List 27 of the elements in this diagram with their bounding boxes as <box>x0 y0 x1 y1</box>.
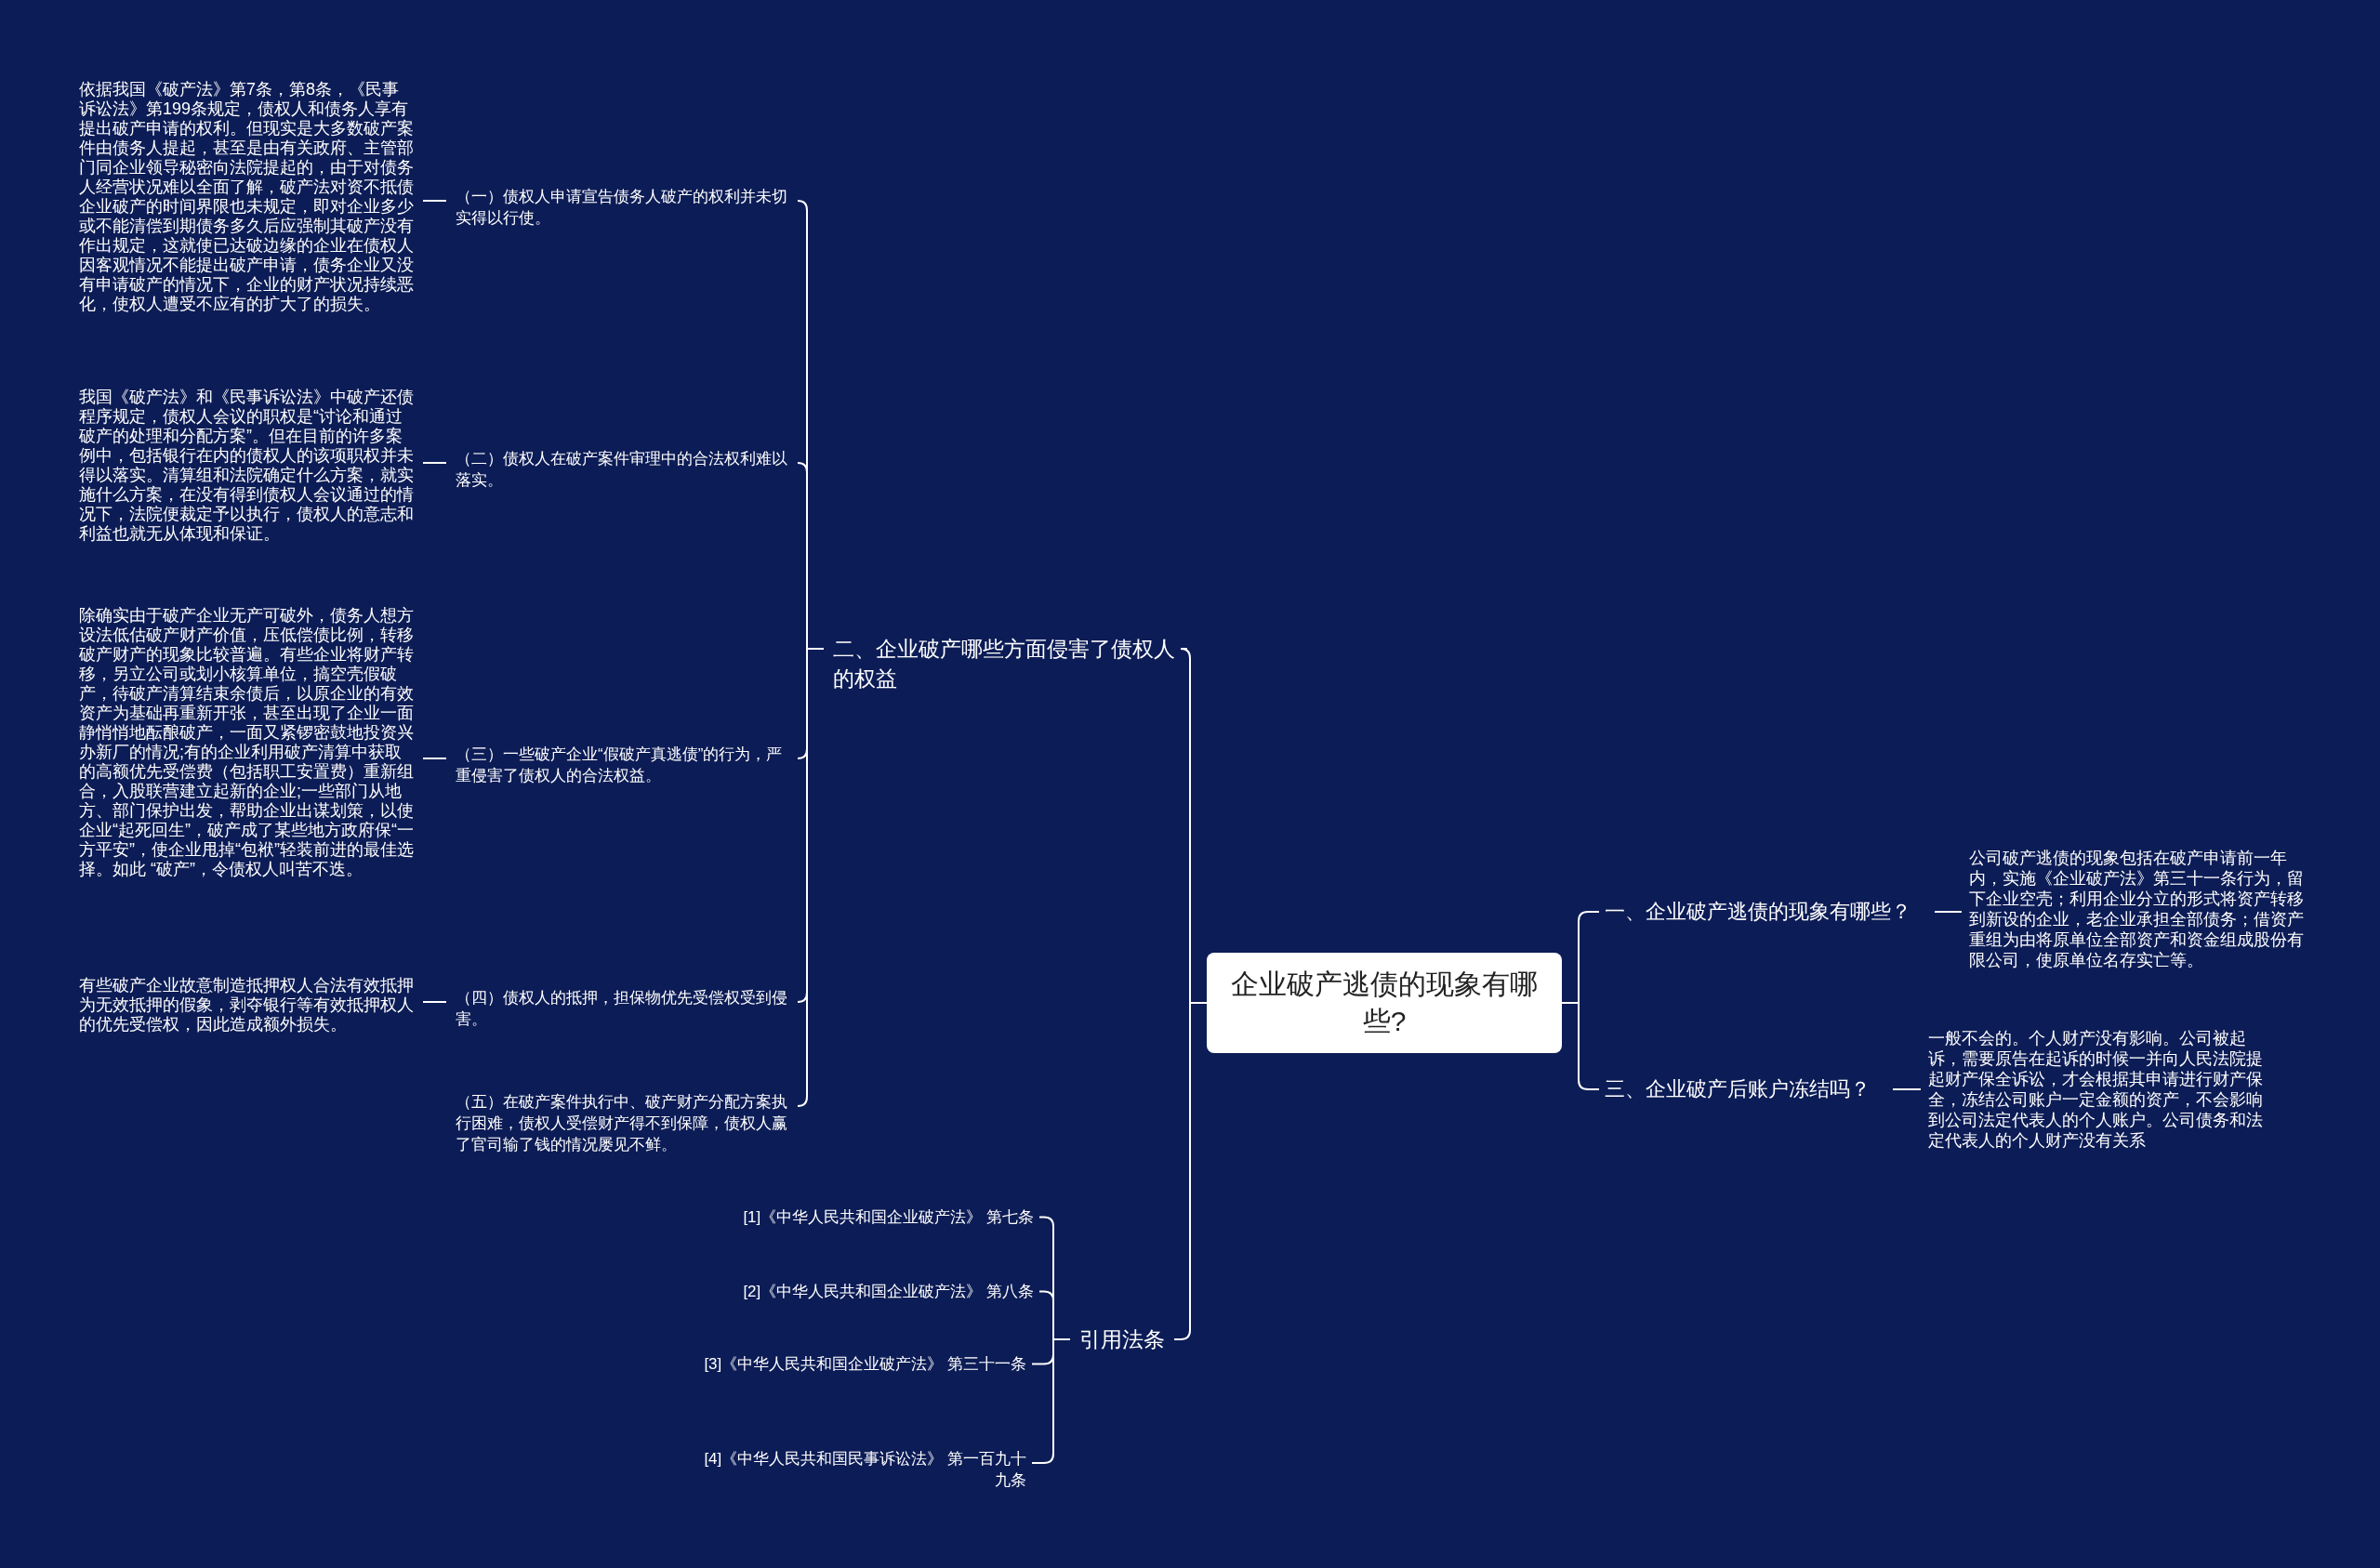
subtopic-label: （二）债权人在破产案件审理中的合法权利难以落实。 <box>456 448 792 491</box>
connector-line <box>1934 911 1963 913</box>
connector-line <box>422 462 447 464</box>
detail-text: 一般不会的。个人财产没有影响。公司被起诉，需要原告在起诉的时候一并向人民法院提起财产保全诉讼，才会根据其申请进行财产保全，冻结公司账户一定金额的资产，不会影响到公司法定代表人的个人账户。公司债务和法定代表人的个人财产没有关系 <box>1928 1028 2268 1151</box>
subtopic-label: （五）在破产案件执行中、破产财产分配方案执行困难，债权人受偿财产得不到保障，债权人赢了官司输了钱的情况屡见不鲜。 <box>456 1091 792 1155</box>
reference-text: [4]《中华人民共和国民事诉讼法》 第一百九十九条 <box>699 1448 1026 1491</box>
connector-line <box>1892 1088 1922 1090</box>
reference-text: [2]《中华人民共和国企业破产法》 第八条 <box>707 1281 1034 1302</box>
connector-line <box>797 648 825 1107</box>
branch-label: 一、企业破产逃债的现象有哪些？ <box>1605 898 1925 926</box>
central-topic-box: 企业破产逃债的现象有哪些? <box>1207 953 1562 1053</box>
branch-label: 三、企业破产后账户冻结吗？ <box>1605 1075 1884 1103</box>
detail-text: 我国《破产法》和《民事诉讼法》中破产还债程序规定，债权人会议的职权是“讨论和通过破产的处理和分配方案”。但在目前的许多案例中，包括银行在内的债权人的该项职权并未得以落实。清算组和法院确定什么方案，就实施什么方案，在没有得到债权人会议通过的情况下，法院便裁定予以执行，债权人的意志和利益也就无从体现和保证。 <box>79 388 416 544</box>
reference-text: [1]《中华人民共和国企业破产法》 第七条 <box>707 1206 1034 1228</box>
detail-text: 有些破产企业故意制造抵押权人合法有效抵押为无效抵押的假象，剥夺银行等有效抵押权人的优先受偿权，因此造成额外损失。 <box>79 976 416 1034</box>
branch-label: 二、企业破产哪些方面侵害了债权人的权益 <box>833 634 1182 693</box>
detail-text: 公司破产逃债的现象包括在破产申请前一年内，实施《企业破产法》第三十一条行为，留下企业空壳；利用企业分立的形式将资产转移到新设的企业，老企业承担全部债务；借资产重组为由将原单位全部资产和资金组成股份有限公司，使原单位名存实亡等。 <box>1969 848 2313 970</box>
subtopic-label: （三）一些破产企业“假破产真逃债”的行为，严重侵害了债权人的合法权益。 <box>456 744 792 786</box>
connector-line <box>422 200 447 202</box>
detail-text: 除确实由于破产企业无产可破外，债务人想方设法低估破产财产价值，压低偿债比例，转移破产财产的现象比较普遍。有些企业将财产转移，另立公司或划小核算单位，搞空壳假破产，待破产清算结束余债后，以原企业的有效资产为基础再重新开张，甚至出现了企业一面静悄悄地酝酿破产，一面又紧锣密鼓地投资兴办新厂的情况;有的企业利用破产清算中获取的高额优先受偿费（包括职工安置费）重新组合，入股联营建立起新的企业;一些部门从地方、部门保护出发，帮助企业出谋划策，以使企业“起死回生”，破产成了某些地方政府保“一方平安”，使企业甩掉“包袱”轻装前进的最佳选择。如此 “破产”，令债权人叫苦不迭。 <box>79 606 416 879</box>
branch-label: 引用法条 <box>1079 1324 1169 1354</box>
subtopic-label: （一）债权人申请宣告债务人破产的权利并未切实得以行使。 <box>456 186 792 229</box>
connector-line <box>422 1001 447 1003</box>
detail-text: 依据我国《破产法》第7条，第8条，《民事诉讼法》第199条规定，债权人和债务人享有提出破产申请的权利。但现实是大多数破产案件由债务人提起，甚至是由有关政府、主管部门同企业领导秘密向法院提起的，由于对债务人经营状况难以全面了解，破产法对资不抵债企业破产的时间界限也未规定，即对企业多少或不能清偿到期债务多久后应强制其破产没有作出规定，这就使已达破边缘的企业在债权人因客观情况不能提出破产申请，债务企业又没有申请破产的情况下，企业的财产状况持续恶化，使权人遭受不应有的扩大了的损失。 <box>79 80 416 314</box>
subtopic-label: （四）债权人的抵押，担保物优先受偿权受到侵害。 <box>456 987 792 1030</box>
connector-line <box>422 758 447 759</box>
reference-text: [3]《中华人民共和国企业破产法》 第三十一条 <box>699 1353 1026 1375</box>
